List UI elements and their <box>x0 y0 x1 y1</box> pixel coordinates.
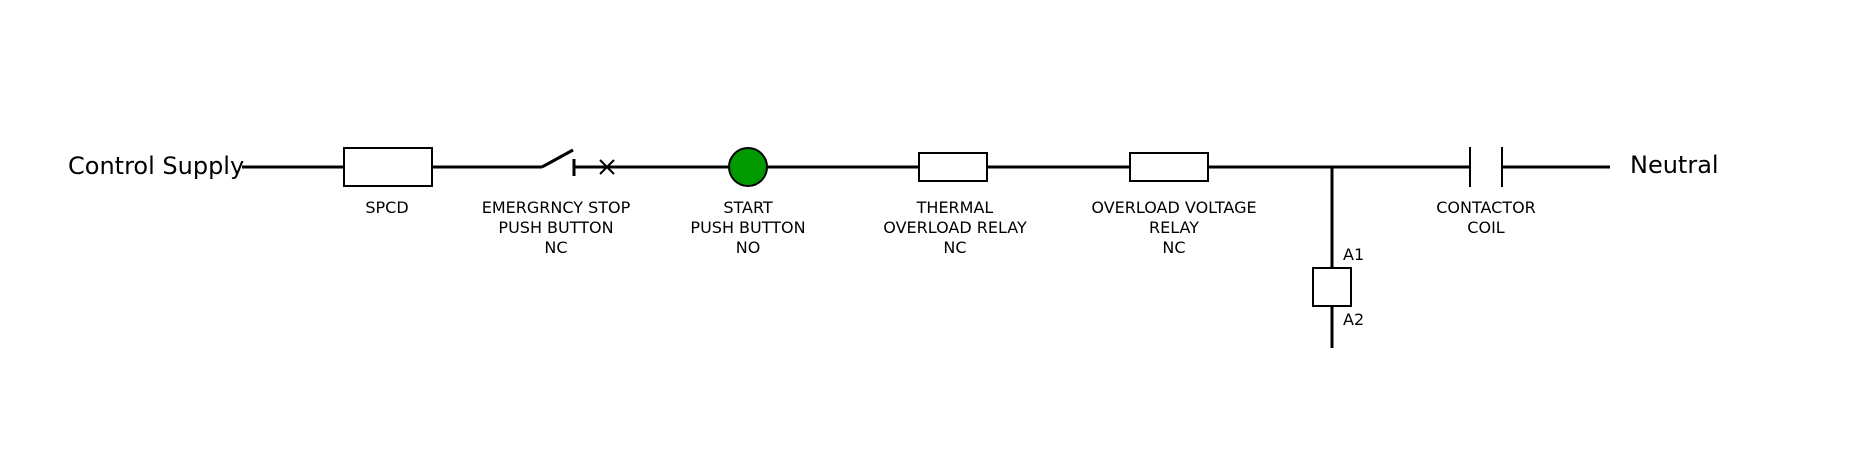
control-supply-label: Control Supply <box>68 152 244 180</box>
spcd-symbol <box>343 147 433 187</box>
contactor-label-line-2: COIL <box>1467 218 1504 237</box>
emergency-stop-label: EMERGRNCY STOP PUSH BUTTON NC <box>482 198 631 257</box>
overload-voltage-relay-symbol <box>1129 152 1209 182</box>
thermal-overload-relay-symbol <box>918 152 988 182</box>
coil-branch <box>1312 167 1352 348</box>
spcd-label-line-1: SPCD <box>365 198 408 217</box>
estop-label-line-2: PUSH BUTTON <box>498 218 613 237</box>
overload-voltage-relay-label: OVERLOAD VOLTAGE RELAY NC <box>1091 198 1256 257</box>
terminal-a2-label: A2 <box>1343 310 1364 329</box>
estop-label-line-1: EMERGRNCY STOP <box>482 198 631 217</box>
start-button-symbol <box>728 147 768 187</box>
terminal-a1-label: A1 <box>1343 245 1364 264</box>
start-button-label: START PUSH BUTTON NO <box>690 198 805 257</box>
thermal-relay-label: THERMAL OVERLOAD RELAY NC <box>883 198 1027 257</box>
start-label-line-2: PUSH BUTTON <box>690 218 805 237</box>
thermal-label-line-2: OVERLOAD RELAY <box>883 218 1027 237</box>
estop-label-line-3: NC <box>544 238 567 257</box>
coil-symbol <box>1312 267 1352 307</box>
start-label-line-3: NO <box>736 238 761 257</box>
start-label-line-1: START <box>723 198 773 217</box>
ovr-label-line-2: RELAY <box>1149 218 1199 237</box>
emergency-stop-symbol <box>541 148 615 176</box>
contactor-coil-label: CONTACTOR COIL <box>1436 198 1536 237</box>
ovr-label-line-1: OVERLOAD VOLTAGE <box>1091 198 1256 217</box>
thermal-label-line-3: NC <box>943 238 966 257</box>
thermal-label-line-1: THERMAL <box>916 198 994 217</box>
contactor-coil-symbol <box>1469 147 1503 187</box>
neutral-label: Neutral <box>1630 151 1719 179</box>
contactor-label-line-1: CONTACTOR <box>1436 198 1536 217</box>
spcd-label: SPCD <box>365 198 408 217</box>
ovr-label-line-3: NC <box>1162 238 1185 257</box>
